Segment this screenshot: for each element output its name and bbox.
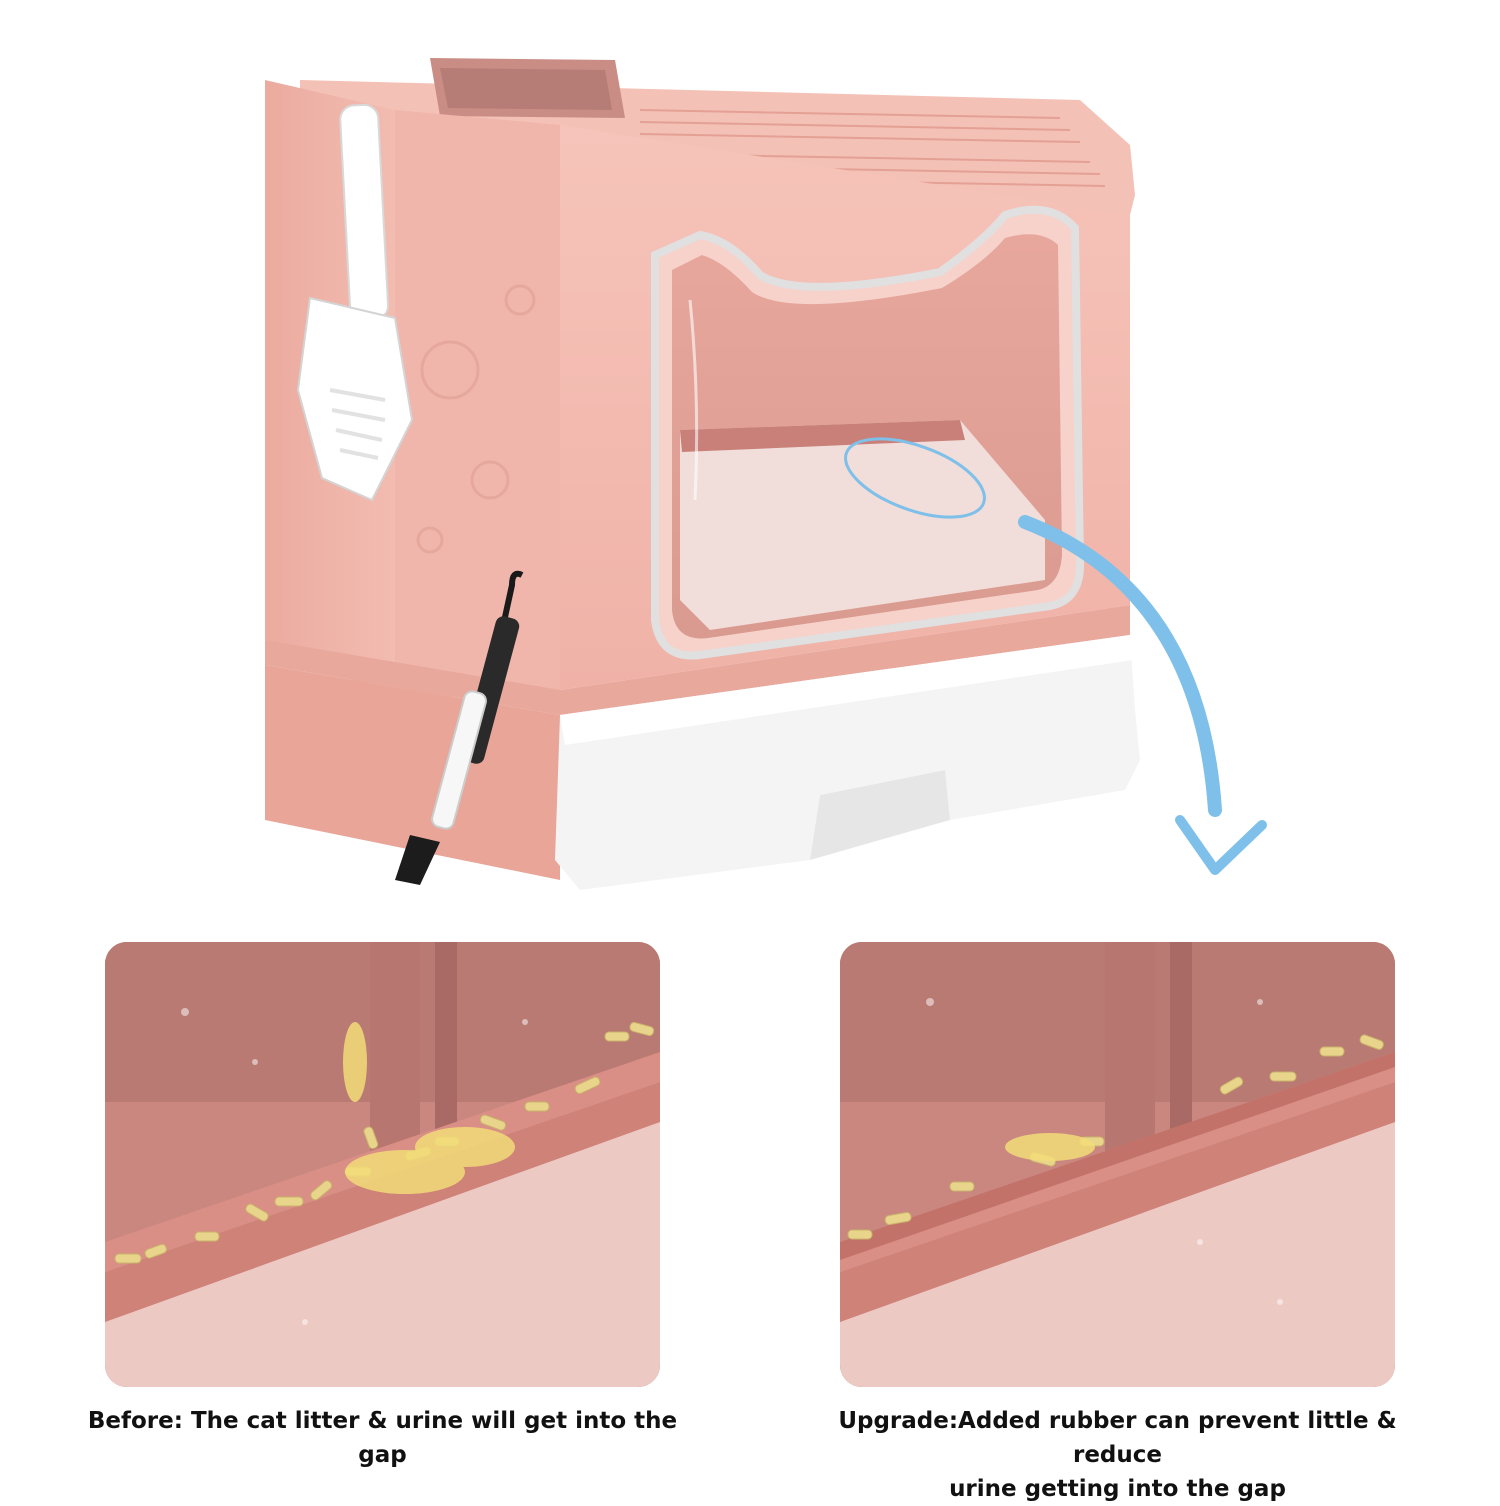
caption-after: Upgrade:Added rubber can prevent little … xyxy=(790,1404,1445,1506)
litter-scoop-icon xyxy=(296,103,414,502)
blue-arrow-icon xyxy=(1018,515,1267,875)
caption-before: Before: The cat litter & urine will get … xyxy=(87,1408,678,1468)
front-window xyxy=(651,205,1085,660)
cleaning-brush-icon xyxy=(395,570,524,885)
litter-drawer xyxy=(555,635,1140,890)
caption-after-line2: urine getting into the gap xyxy=(949,1476,1286,1502)
before-gap-photo xyxy=(105,942,660,1387)
highlight-ellipse-icon xyxy=(844,437,986,519)
after-rubber-photo xyxy=(840,942,1395,1387)
caption-after-line1: Upgrade:Added rubber can prevent little … xyxy=(838,1408,1397,1468)
litter-box-illustration xyxy=(265,58,1267,890)
